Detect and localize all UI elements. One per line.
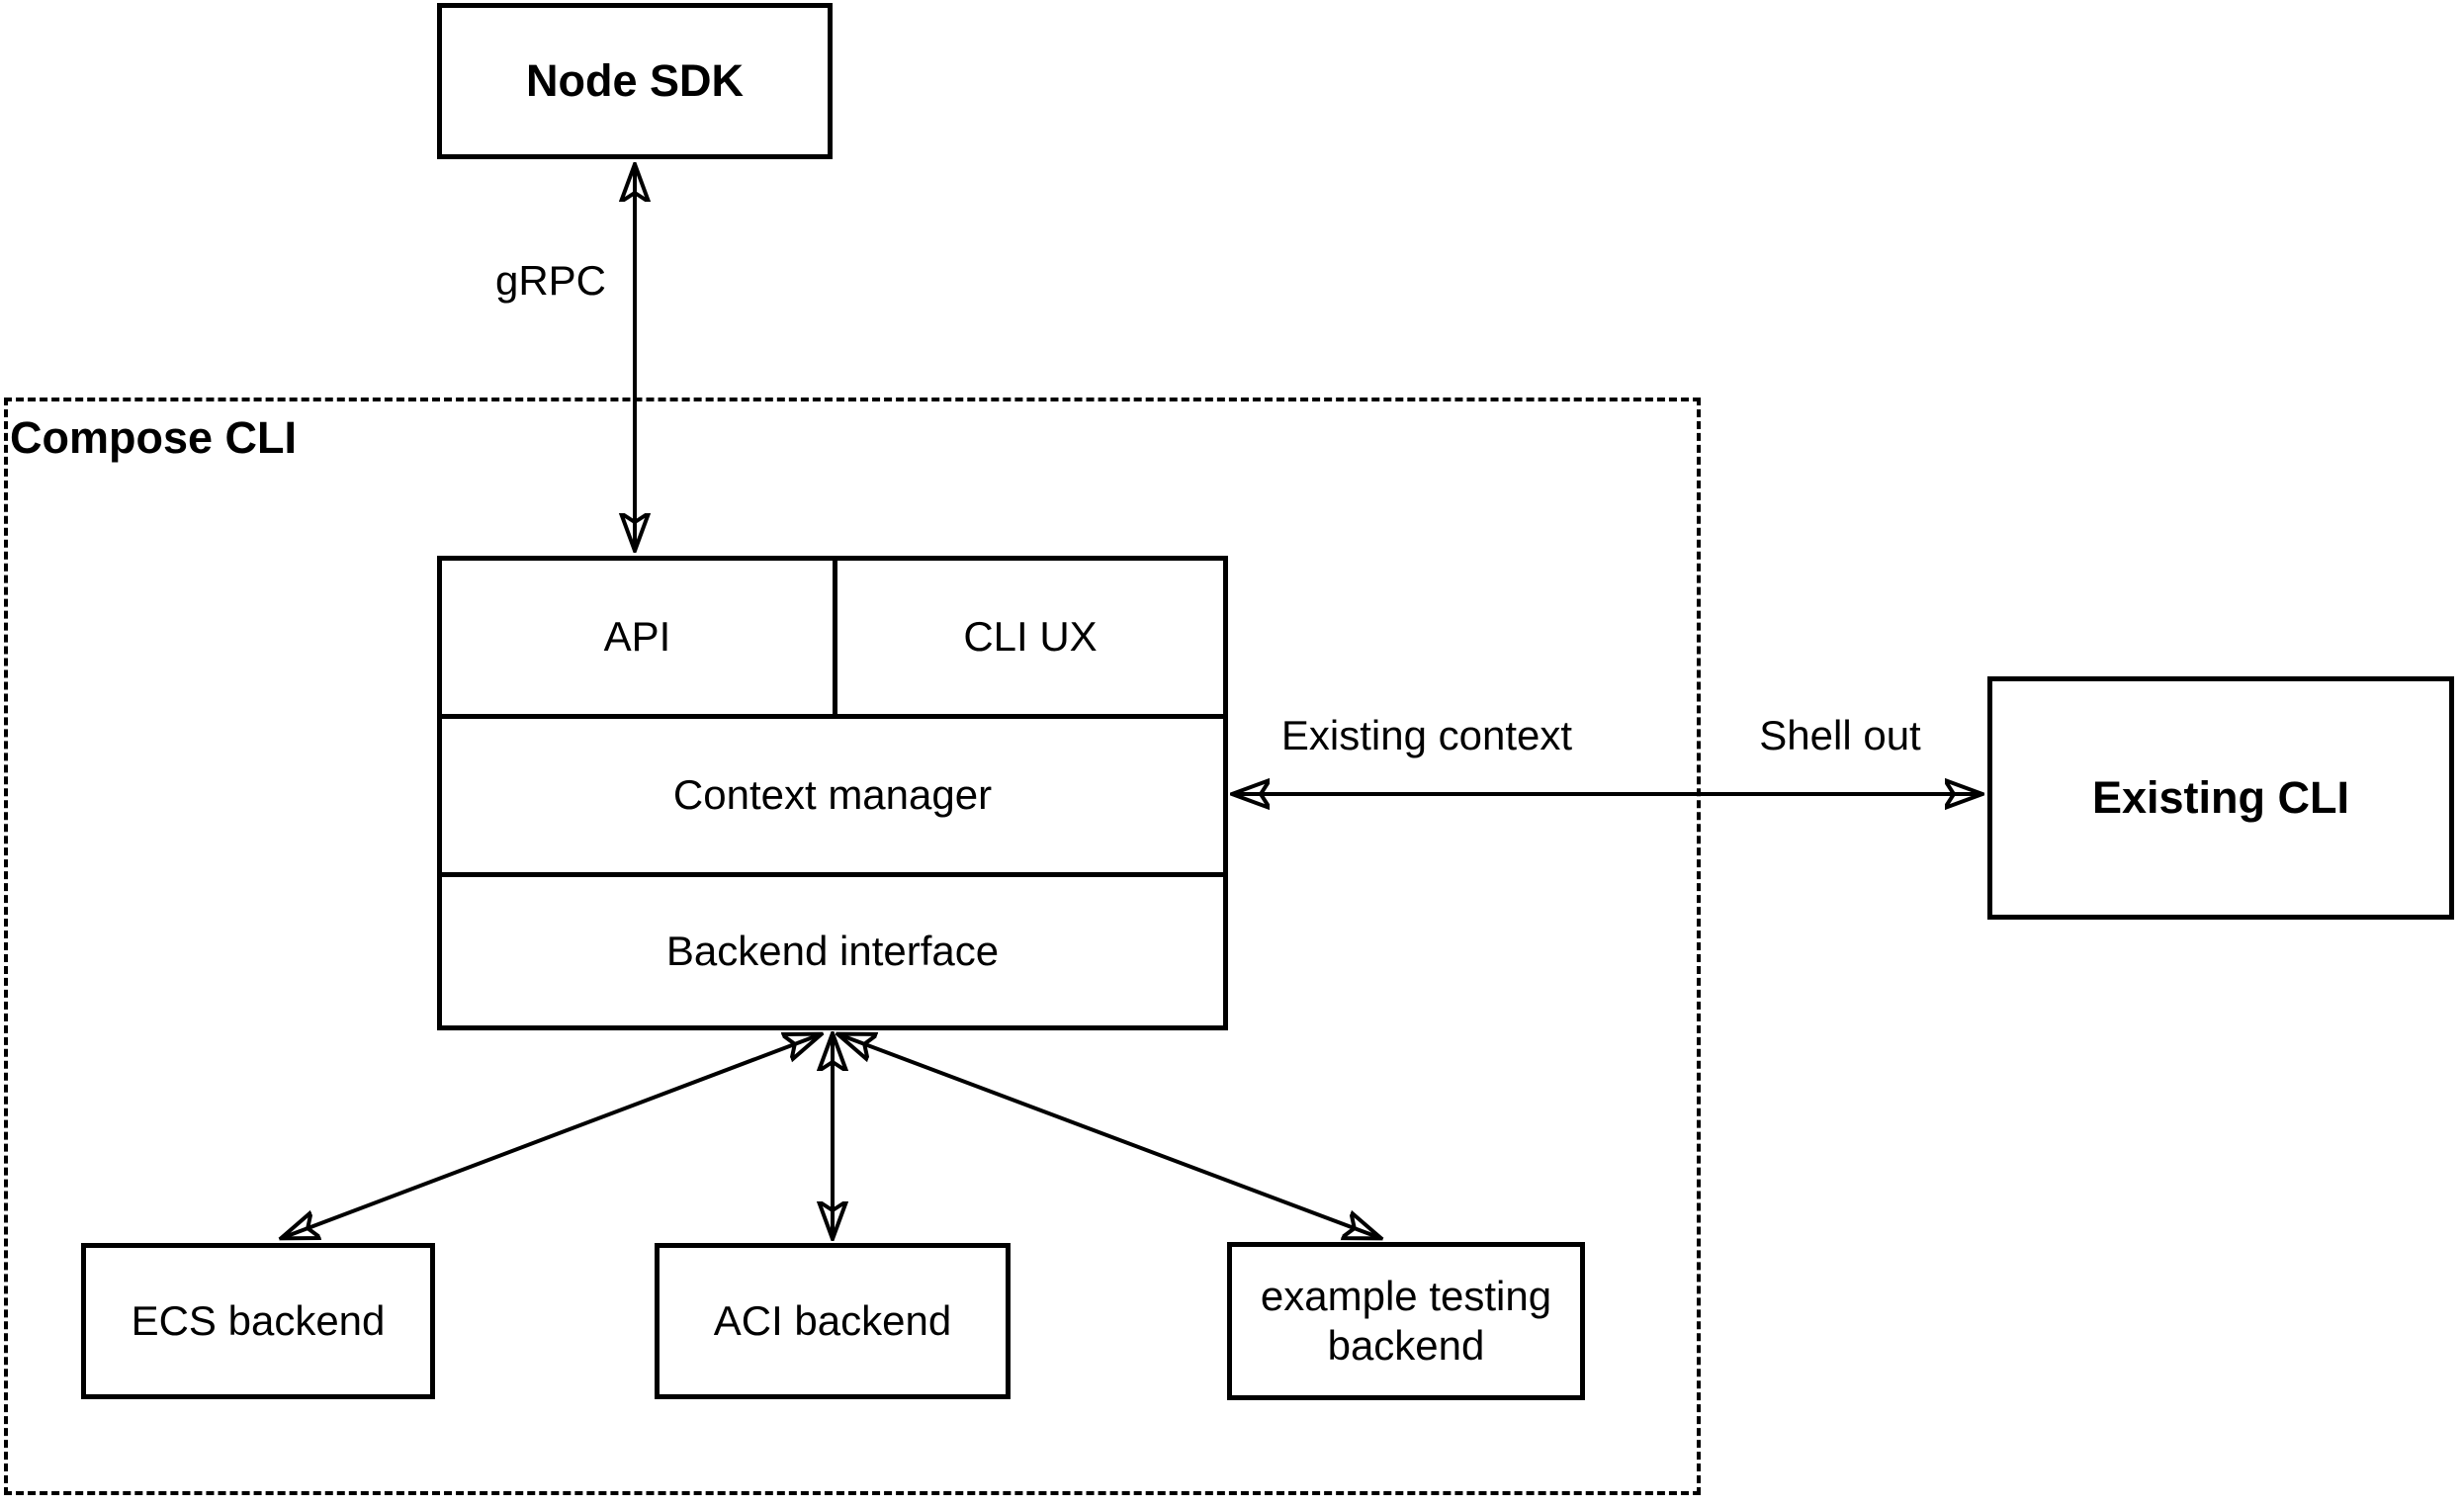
api-cliux-divider	[833, 561, 837, 714]
api-label: API	[603, 613, 671, 661]
ecs-backend-box: ECS backend	[81, 1243, 435, 1399]
row-divider-2	[442, 872, 1223, 877]
grpc-label: gRPC	[490, 257, 611, 305]
example-testing-backend-label: example testing backend	[1260, 1272, 1552, 1369]
compose-core-box: API CLI UX Context manager Backend inter…	[437, 556, 1228, 1030]
cli-ux-label: CLI UX	[963, 613, 1098, 661]
backend-interface-cell: Backend interface	[442, 877, 1223, 1025]
compose-cli-group	[4, 398, 1701, 1495]
node-sdk-label: Node SDK	[525, 55, 744, 106]
api-cell: API	[442, 561, 833, 714]
aci-backend-box: ACI backend	[655, 1243, 1011, 1399]
ecs-backend-label: ECS backend	[131, 1296, 386, 1344]
context-manager-label: Context manager	[672, 771, 993, 819]
node-sdk-box: Node SDK	[437, 3, 833, 159]
cli-ux-cell: CLI UX	[837, 561, 1223, 714]
compose-cli-group-title: Compose CLI	[10, 412, 298, 463]
existing-cli-label: Existing CLI	[2091, 772, 2350, 823]
existing-cli-box: Existing CLI	[1987, 676, 2454, 920]
aci-backend-label: ACI backend	[713, 1296, 952, 1344]
backend-interface-label: Backend interface	[665, 927, 1000, 974]
example-testing-backend-box: example testing backend	[1227, 1242, 1585, 1400]
context-manager-cell: Context manager	[442, 719, 1223, 872]
existing-context-label: Existing context	[1276, 712, 1577, 759]
row-divider-1	[442, 714, 1223, 719]
shell-out-label: Shell out	[1755, 712, 1925, 759]
